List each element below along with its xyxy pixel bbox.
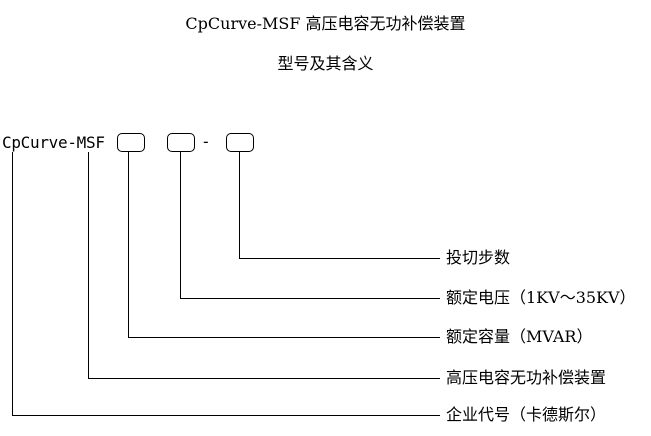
model-prefix: CpCurve-MSF bbox=[2, 133, 105, 152]
voltage-box bbox=[167, 133, 195, 152]
label-rated-voltage: 额定电压（1KV～35KV） bbox=[446, 288, 636, 307]
label-company-code: 企业代号（卡德斯尔） bbox=[446, 405, 607, 424]
leader-line-steps bbox=[239, 152, 440, 259]
label-rated-capacity: 额定容量（MVAR） bbox=[446, 327, 593, 346]
leader-line-voltage bbox=[180, 152, 440, 299]
label-switching-steps: 投切步数 bbox=[446, 248, 511, 267]
leader-line-capacity bbox=[128, 152, 440, 338]
steps-box bbox=[226, 133, 254, 152]
leader-line-device bbox=[88, 152, 440, 379]
capacity-box bbox=[117, 133, 145, 152]
leader-line-company bbox=[12, 152, 440, 416]
diagram-title: CpCurve-MSF 高压电容无功补偿装置 bbox=[185, 14, 466, 33]
label-device-type: 高压电容无功补偿装置 bbox=[446, 368, 607, 387]
model-separator: - bbox=[201, 132, 211, 151]
diagram-subtitle: 型号及其含义 bbox=[277, 54, 374, 73]
